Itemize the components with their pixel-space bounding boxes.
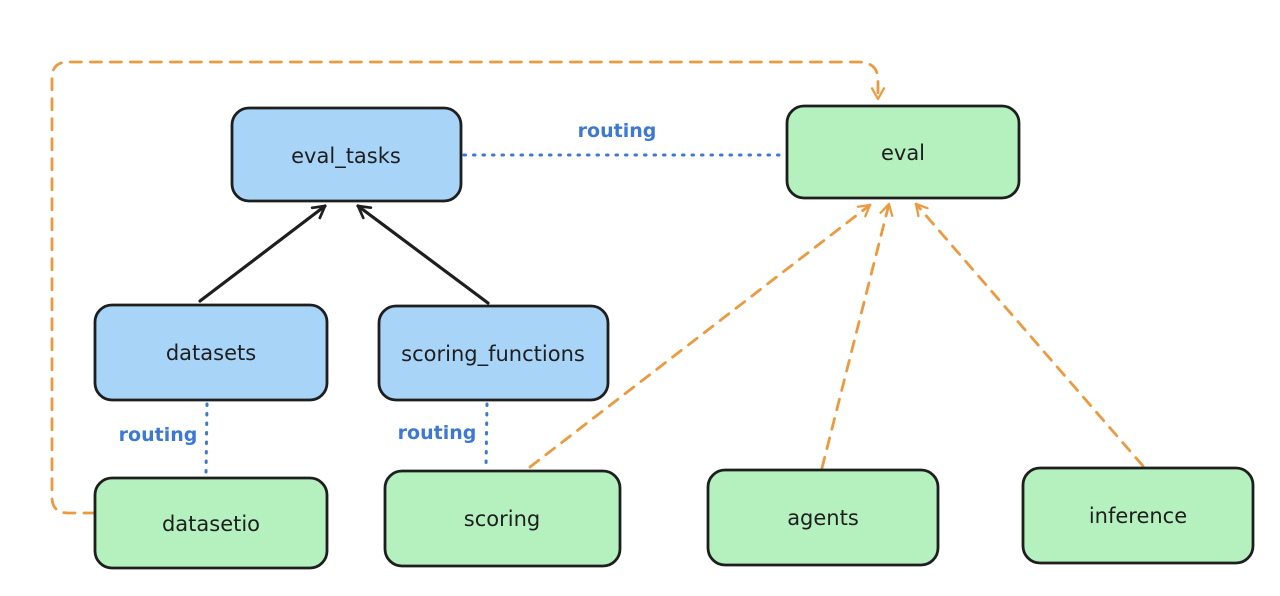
edge-scoring-functions-to-eval-tasks xyxy=(356,204,490,305)
edge-datasets-to-eval-tasks xyxy=(198,204,327,303)
node-scoring-box xyxy=(383,469,622,568)
node-eval-label: eval xyxy=(881,141,925,165)
node-scoring-label: scoring xyxy=(464,507,540,531)
edge-scoring-to-eval-dashed xyxy=(528,203,872,469)
routing-label-eval-tasks-eval: routing xyxy=(578,120,657,142)
node-inference-box xyxy=(1021,466,1255,565)
node-scoring: scoring xyxy=(383,469,622,568)
node-datasets-label: datasets xyxy=(166,341,256,365)
node-scoring-functions-box xyxy=(377,304,610,402)
node-datasets-box xyxy=(93,303,329,402)
node-eval-tasks-label: eval_tasks xyxy=(291,144,401,169)
edge-datasets-to-datasetio-routing xyxy=(204,402,209,476)
node-datasetio: datasetio xyxy=(93,476,329,570)
routing-label-datasets-datasetio: routing xyxy=(119,424,198,446)
node-scoring-functions-label: scoring_functions xyxy=(401,342,585,367)
node-agents-label: agents xyxy=(787,506,859,530)
node-eval-tasks-box xyxy=(230,106,463,203)
edge-scoring-functions-to-scoring-routing xyxy=(484,402,489,470)
routing-label-scoring-functions-scoring: routing xyxy=(398,422,477,444)
node-datasets: datasets xyxy=(93,303,329,402)
edge-inference-to-eval-dashed xyxy=(914,202,1145,468)
node-agents-box xyxy=(706,468,940,567)
node-eval: eval xyxy=(785,104,1021,200)
node-inference-label: inference xyxy=(1089,504,1187,528)
node-scoring-functions: scoring_functions xyxy=(377,304,610,402)
edge-datasetio-to-eval-dashed xyxy=(50,60,886,515)
node-agents: agents xyxy=(706,468,940,567)
node-eval-box xyxy=(785,104,1021,200)
node-datasetio-label: datasetio xyxy=(162,512,260,536)
edge-agents-to-eval-dashed xyxy=(820,202,894,470)
node-datasetio-box xyxy=(93,476,329,570)
node-inference: inference xyxy=(1021,466,1255,565)
node-eval-tasks: eval_tasks xyxy=(230,106,463,203)
